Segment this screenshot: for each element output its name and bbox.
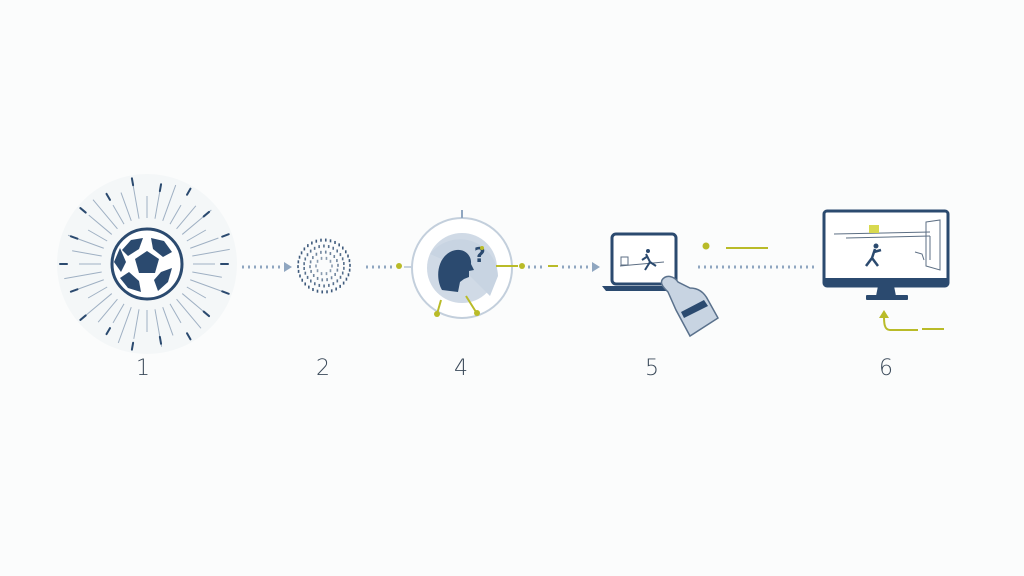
connector-5-6 [698,242,816,269]
soccer-rays [64,181,230,347]
return-arrow-icon [879,310,944,331]
data-particles-icon [297,238,351,294]
soccer-ball-icon [57,174,237,354]
connector-2-4 [366,263,416,269]
connector-4-5 [496,262,600,272]
thinking-head-icon: ? [411,210,513,319]
hand-icon [660,275,719,338]
soccer-dashes [59,177,230,351]
step-label-6: 6 [879,356,893,381]
step-label-1: 1 [136,356,150,381]
step-label-5: 5 [645,356,659,381]
step-label-4: 4 [454,356,468,381]
monitor-icon [822,209,950,300]
head-silhouette [438,249,474,292]
svg-text:?: ? [474,243,486,267]
connector-1-2 [242,262,292,272]
particle-dots [297,238,351,294]
step-label-2: 2 [316,356,330,381]
laptop-touch-icon [602,232,719,338]
